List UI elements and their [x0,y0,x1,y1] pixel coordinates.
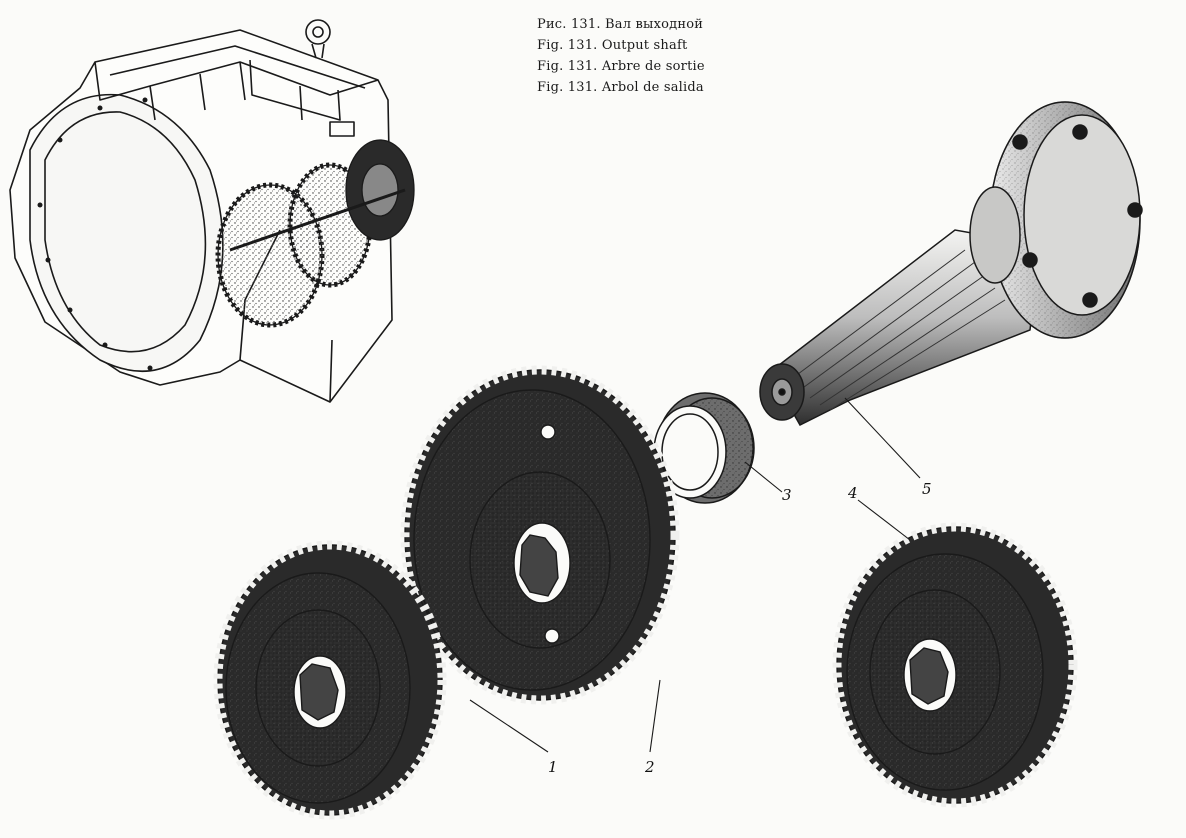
callout-1: 1 [548,758,558,776]
callout-3: 3 [782,486,792,504]
housing-internal-gears [215,139,415,328]
bearing-ring [653,392,755,504]
caption-fr: Fig. 131. Arbre de sortie [537,59,705,74]
caption-en: Fig. 131. Output shaft [537,38,688,53]
callout-2: 2 [644,758,655,776]
large-gear [400,365,680,705]
callout-5: 5 [922,480,932,498]
callout-leaders [469,397,921,753]
output-shaft [759,101,1143,426]
callout-4: 4 [847,484,858,502]
gear-1-drawing [213,540,447,820]
caption-ru: Рис. 131. Вал выходной [537,17,704,32]
gear-4-drawing [832,522,1078,808]
figure-caption: Рис. 131. Вал выходной Fig. 131. Output … [537,14,705,98]
caption-es: Fig. 131. Arbol de salida [537,80,704,95]
